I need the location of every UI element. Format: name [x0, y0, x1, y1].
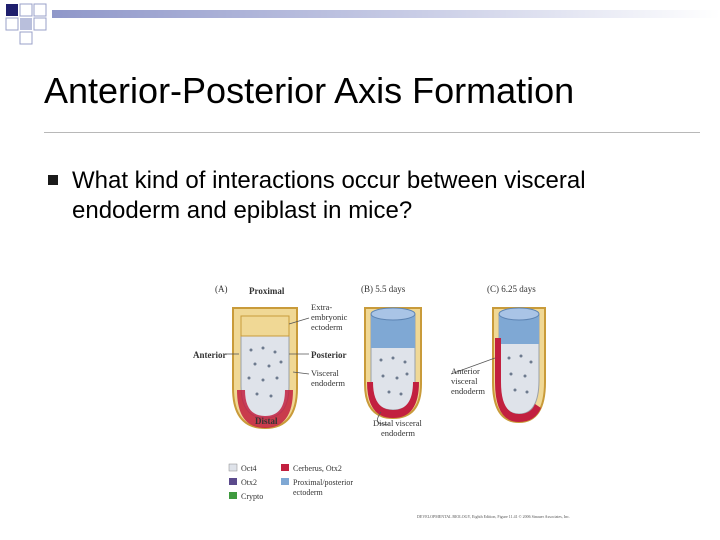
panel-b-label: (B) 5.5 days	[361, 284, 406, 294]
extraembryonic-label-1: Extra-	[311, 302, 332, 312]
legend-proximal-1: Proximal/posterior	[293, 478, 353, 487]
bullet-text: What kind of interactions occur between …	[72, 167, 586, 224]
legend-swatch-cerberus	[281, 464, 289, 471]
legend-swatch-proximal	[281, 478, 289, 485]
legend-oct4: Oct4	[241, 464, 257, 473]
extraembryonic-label-3: ectoderm	[311, 322, 343, 332]
embryo-b-shape	[364, 307, 422, 420]
title-divider	[44, 132, 700, 133]
panel-c-label: (C) 6.25 days	[487, 284, 536, 294]
legend-proximal-2: ectoderm	[293, 488, 324, 497]
visceral-label-1: Visceral	[311, 368, 339, 378]
anterior-ve-label-1: Anterior	[451, 366, 480, 376]
distal-visceral-label-1: Distal visceral	[373, 418, 422, 428]
legend-otx2: Otx2	[241, 478, 257, 487]
distal-label: Distal	[255, 416, 278, 426]
embryo-figure: (A) Proximal (B) 5.5 days (C) 6.25 days …	[185, 278, 585, 528]
posterior-label: Posterior	[311, 350, 346, 360]
proximal-label: Proximal	[249, 286, 285, 296]
legend-cerberus: Cerberus, Otx2	[293, 464, 342, 473]
legend-swatch-otx2	[229, 478, 237, 485]
bullet-square-icon	[48, 175, 58, 185]
legend-swatch-crypto	[229, 492, 237, 499]
legend-crypto: Crypto	[241, 492, 263, 501]
slide-title: Anterior-Posterior Axis Formation	[44, 70, 575, 111]
distal-visceral-label-2: endoderm	[381, 428, 415, 438]
decorative-header-bar	[0, 0, 720, 48]
anterior-label: Anterior	[193, 350, 227, 360]
panel-a-label: (A)	[215, 284, 228, 294]
figure-credit: DEVELOPMENTAL BIOLOGY, Eighth Edition, F…	[417, 514, 570, 520]
embryo-c-shape	[492, 307, 546, 424]
figure-legend: Oct4 Otx2 Crypto Cerberus, Otx2 Proximal…	[228, 463, 353, 501]
extraembryonic-label-2: embryonic	[311, 312, 348, 322]
visceral-label-2: endoderm	[311, 378, 345, 388]
embryo-a-shape	[232, 307, 298, 430]
anterior-ve-label-2: visceral	[451, 376, 478, 386]
legend-swatch-oct4	[228, 463, 238, 472]
anterior-ve-label-3: endoderm	[451, 386, 485, 396]
